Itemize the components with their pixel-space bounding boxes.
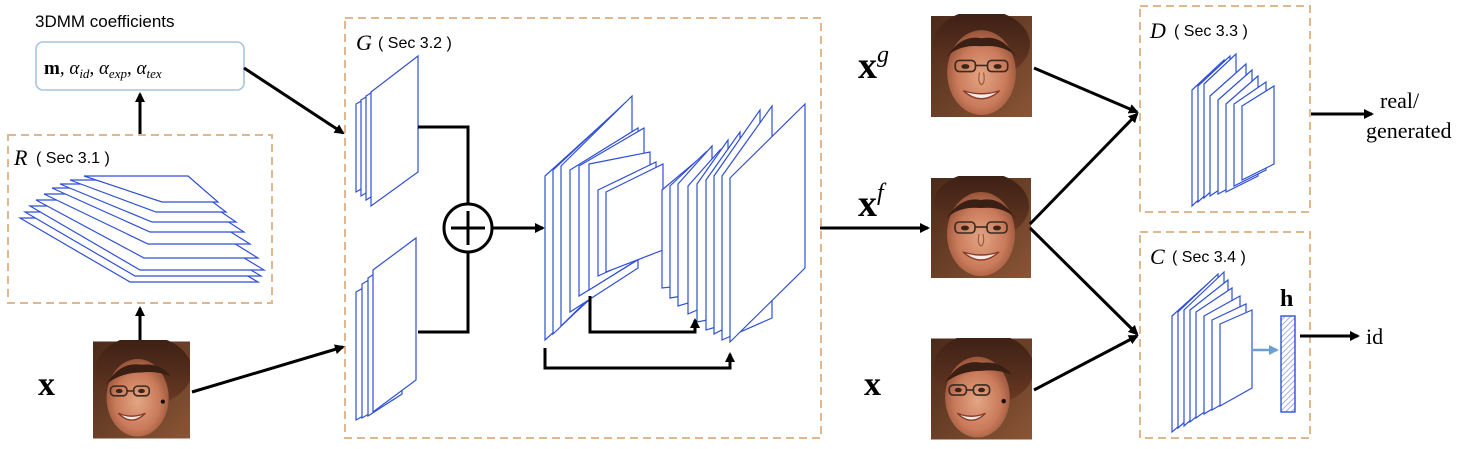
g-lower-encoder [355,236,417,422]
module-r-section: ( Sec 3.1 ) [36,150,110,167]
coef-id-subscript: id [79,66,90,81]
module-d-section: ( Sec 3.3 ) [1174,23,1248,40]
xf-label: xf [858,180,887,225]
module-d-box [1139,5,1311,213]
coef-tex-subscript: tex [146,66,161,81]
xf-base: x [858,183,877,225]
xg-base: x [858,45,877,87]
g-skip-connections [543,296,735,370]
face-x-real-image [931,338,1032,440]
feature-vector-h [1280,315,1296,413]
g-fusion-lines [418,125,470,334]
g-upper-encoder [355,54,419,208]
g-decoder-layers [544,94,806,344]
xf-superscript: f [877,180,887,206]
coefficients-title: 3DMM coefficients [35,12,175,31]
arrow-x-to-g [191,344,345,394]
coef-sep-2: , [89,58,99,79]
module-c-section: ( Sec 3.4 ) [1172,249,1246,266]
face-xg-image [931,14,1032,118]
module-g-box [344,17,822,439]
coefficients-formula: m, αid, αexp, αtex [44,58,162,81]
coef-exp-subscript: exp [109,66,128,81]
module-c-letter: C [1150,244,1165,269]
coef-alpha-tex: α [136,58,147,79]
module-d-layers [1191,52,1275,208]
module-c-layers [1171,270,1253,434]
coef-sep-1: , [60,58,70,79]
module-r-box [7,134,273,304]
feature-h-label: h [1280,286,1293,312]
module-g-section: ( Sec 3.2 ) [378,35,452,52]
module-g-letter: G [356,30,372,55]
coefficients-box [35,41,245,91]
module-r-letter: R [13,145,28,170]
module-r-layers [17,175,267,283]
coef-m: m [44,58,60,79]
arrow-coefficients-to-g [243,66,345,135]
x-real-label: x [864,366,881,403]
coef-alpha-id: α [69,58,80,79]
module-d-letter: D [1149,18,1166,43]
output-real-line2: generated [1366,118,1452,143]
right-arrows [1028,66,1139,392]
face-xf-image [931,176,1031,279]
input-x-label: x [38,366,55,403]
output-real-line1: real/ [1380,88,1420,113]
xg-label: xg [858,42,889,87]
xg-superscript: g [877,42,889,68]
input-face-image [93,340,190,440]
coef-sep-3: , [127,58,137,79]
output-id: id [1366,324,1383,349]
coef-alpha-exp: α [99,58,110,79]
